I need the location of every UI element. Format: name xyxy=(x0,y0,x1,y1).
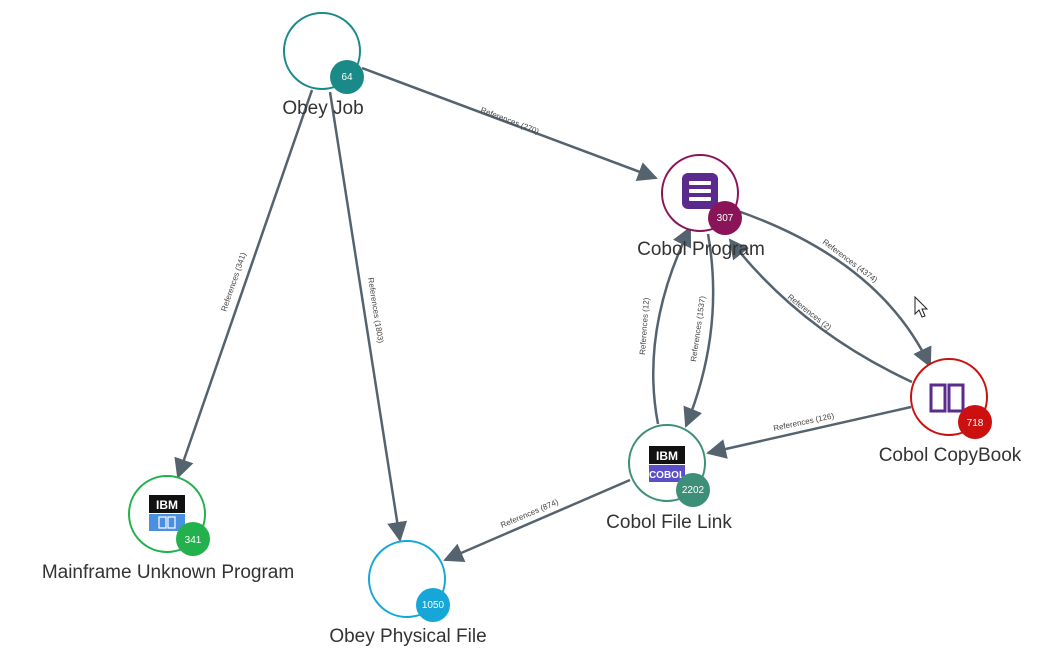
node-label: Mainframe Unknown Program xyxy=(42,562,294,583)
ibm-cobol-icon: IBM COBOL xyxy=(649,446,685,482)
edge-job-to-program[interactable]: References (270) xyxy=(361,66,658,182)
edge-label: References (1537) xyxy=(689,295,707,362)
edge-copybook-to-program[interactable]: References (2) xyxy=(728,238,913,384)
node-label: Obey Physical File xyxy=(329,626,486,647)
edge-label: References (270) xyxy=(479,105,540,136)
edge-job-to-mainframe[interactable]: References (341) xyxy=(174,89,314,479)
cobol-program-icon xyxy=(682,173,718,209)
node-label: Obey Job xyxy=(282,98,363,119)
count-badge xyxy=(330,60,364,94)
edge-label: References (12) xyxy=(638,297,651,355)
ibm-mainframe-icon: IBM xyxy=(149,495,185,531)
node-obey-physical-file[interactable]: 1050 Obey Physical File xyxy=(329,540,487,647)
count-badge xyxy=(676,473,710,507)
svg-text:IBM: IBM xyxy=(156,498,178,512)
edge-label: References (341) xyxy=(219,251,248,313)
node-cobol-copybook[interactable]: 718 Cobol CopyBook xyxy=(879,358,1022,466)
node-cobol-program[interactable]: 307 Cobol Program xyxy=(637,154,765,260)
edge-filelink-to-physical[interactable]: References (874) xyxy=(443,478,631,563)
count-badge-text: 718 xyxy=(967,418,984,429)
count-badge-text: 341 xyxy=(185,535,202,546)
node-mainframe-unknown-program[interactable]: IBM 341 Mainframe Unknown Program xyxy=(42,475,294,583)
count-badge xyxy=(176,522,210,556)
edge-label: References (2) xyxy=(786,292,833,332)
edge-job-to-physical[interactable]: References (1803) xyxy=(328,91,408,542)
mouse-cursor-icon xyxy=(914,295,929,318)
edge-program-to-copybook[interactable]: References (4374) xyxy=(734,208,932,368)
edge-program-to-filelink[interactable]: References (1537) xyxy=(683,233,715,428)
count-badge-text: 307 xyxy=(717,213,734,224)
count-badge-text: 2202 xyxy=(682,485,705,496)
count-badge-text: 64 xyxy=(341,72,353,83)
edge-label: References (4374) xyxy=(821,237,880,284)
count-badge xyxy=(958,405,992,439)
svg-text:IBM: IBM xyxy=(656,449,678,463)
count-badge xyxy=(708,201,742,235)
node-obey-job[interactable]: 64 Obey Job xyxy=(282,12,364,119)
edge-label: References (126) xyxy=(773,411,836,433)
node-label: Cobol CopyBook xyxy=(879,445,1022,466)
book-icon xyxy=(929,383,965,413)
edge-filelink-to-program[interactable]: References (12) xyxy=(638,226,692,425)
node-label: Cobol Program xyxy=(637,239,765,260)
svg-text:COBOL: COBOL xyxy=(649,470,685,481)
node-label: Cobol File Link xyxy=(606,512,732,533)
count-badge-text: 1050 xyxy=(422,600,445,611)
count-badge xyxy=(416,588,450,622)
node-cobol-file-link[interactable]: IBM COBOL 2202 Cobol File Link xyxy=(606,424,732,533)
